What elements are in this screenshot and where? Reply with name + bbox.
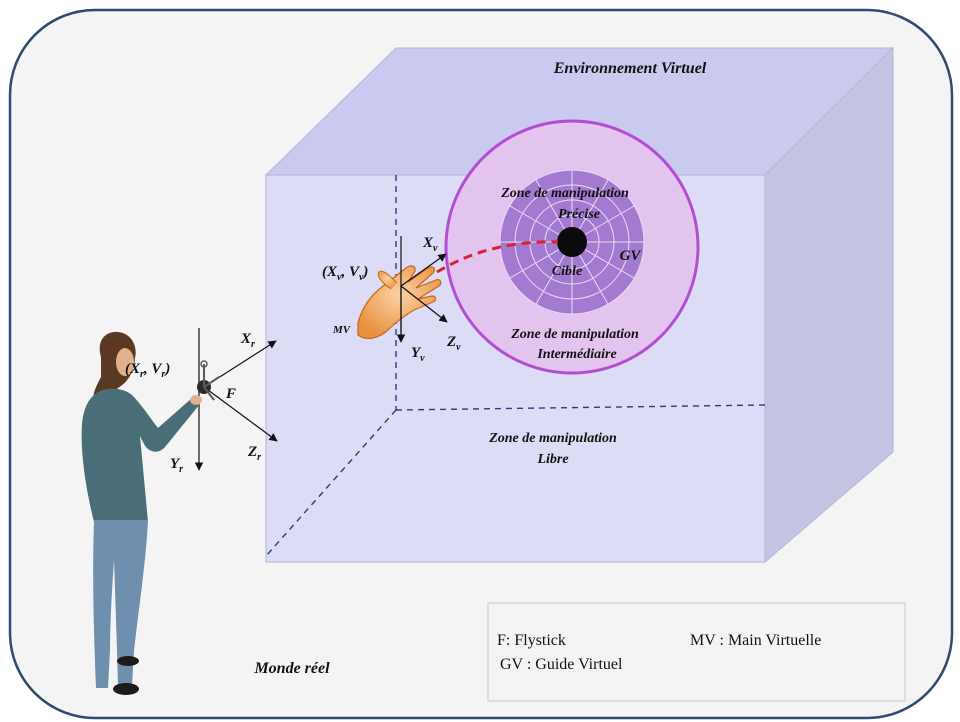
real-world-label: Monde réel xyxy=(253,660,330,677)
target-dot xyxy=(557,227,587,257)
flystick-label: F xyxy=(225,386,236,402)
virtual-z-axis xyxy=(400,285,448,323)
real-origin-label: (Xr, Vr) xyxy=(125,361,170,380)
intermediate-zone-label-line2: Intermédiaire xyxy=(536,347,616,362)
legend-flystick: F: Flystick xyxy=(497,632,566,649)
virtual-x-axis xyxy=(400,253,447,287)
legend-virtual-hand: MV : Main Virtuelle xyxy=(690,632,821,649)
precise-zone-disc xyxy=(499,169,645,315)
virtual-environment-box xyxy=(264,46,895,564)
real-z-axis xyxy=(203,386,278,442)
person-figure xyxy=(81,331,202,695)
target-label: Cible xyxy=(552,264,582,279)
guide-label: GV xyxy=(620,248,643,264)
intermediate-zone-label-line1: Zone de manipulation xyxy=(510,327,639,342)
real-z-label: Zr xyxy=(247,444,261,463)
legend-box: F: Flystick MV : Main Virtuelle GV : Gui… xyxy=(487,602,906,702)
real-x-label: Xr xyxy=(240,331,255,350)
trajectory-path xyxy=(436,240,559,274)
free-zone-label-line1: Zone de manipulation xyxy=(488,431,617,446)
virtual-origin-label: (Xv, Vv) xyxy=(322,264,368,283)
environment-title: Environnement Virtuel xyxy=(553,60,707,77)
real-y-label: Yr xyxy=(170,456,183,475)
free-zone-label-line2: Libre xyxy=(536,452,568,467)
virtual-hand-icon xyxy=(357,265,442,340)
precise-zone-label-line2: Précise xyxy=(558,207,600,222)
virtual-coordinate-frame xyxy=(396,236,448,343)
virtual-hand-label: MV xyxy=(332,324,352,336)
virtual-y-label: Yv xyxy=(411,345,425,364)
flystick-icon xyxy=(197,360,220,401)
virtual-x-label: Xv xyxy=(422,235,438,254)
virtual-z-label: Zv xyxy=(446,334,461,353)
legend-virtual-guide: GV : Guide Virtuel xyxy=(500,656,623,673)
precise-zone-label-line1: Zone de manipulation xyxy=(500,186,629,201)
